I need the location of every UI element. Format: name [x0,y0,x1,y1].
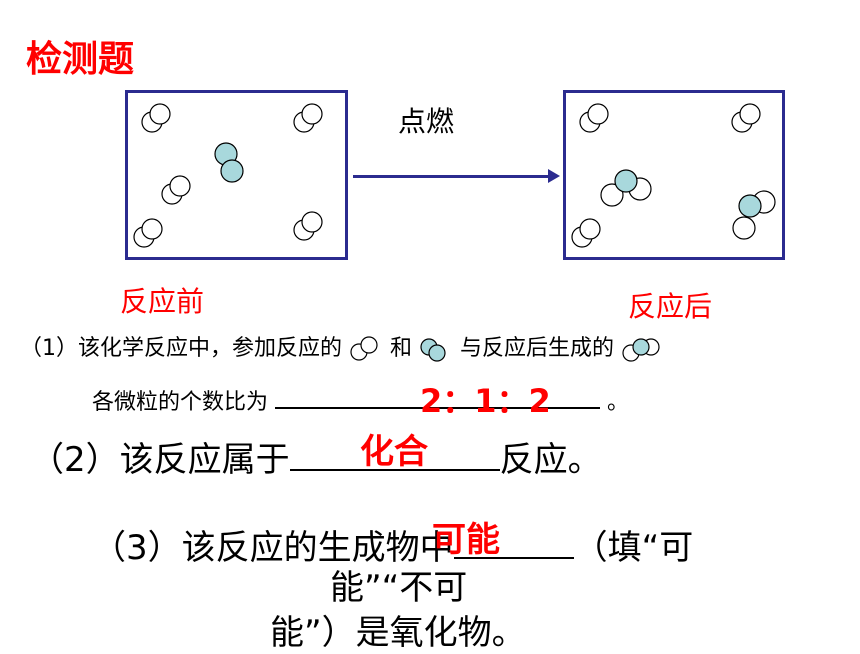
molecule-white-pair [731,103,761,133]
question-1-and: 和 [390,336,413,361]
ignite-label: 点燃 [398,105,455,138]
molecule-white-pair [293,211,323,241]
question-2-suffix: 反应。 [499,440,602,480]
molecule-white-pair [161,175,191,205]
question-1-suffix: 。 [607,390,630,415]
answer-blank-2[interactable] [289,433,500,471]
question-1-text-b: 与反应后生成的 [460,336,615,361]
product-molecule-icon [622,338,660,362]
molecule-white-pair [579,103,609,133]
answer-oxide: 可能 [432,520,500,560]
question-3-suffix: （填“可 [573,528,694,568]
reaction-arrow [353,175,553,178]
before-reaction-box [125,90,348,260]
question-1-text-a: （1）该化学反应中，参加反应的 [20,336,342,361]
question-1-line-2: 各微粒的个数比为 。 [92,383,629,416]
molecule-product [600,169,652,207]
molecule-blue-pair [214,142,244,183]
question-3-line-3: 能”）是氧化物。 [270,613,526,653]
after-label: 反应后 [628,290,713,323]
answer-ratio: 2：1：2 [420,382,551,420]
question-3-prefix: （3）该反应的生成物中 [92,528,454,568]
answer-blank-1[interactable] [275,383,601,409]
reaction-arrow-head [548,169,560,183]
answer-reaction-type: 化合 [360,432,428,472]
molecule-white-pair [571,218,601,248]
page-title: 检测题 [26,39,135,80]
molecule-white-pair [141,103,171,133]
question-1-prefix: 各微粒的个数比为 [92,390,269,415]
answer-blank-3[interactable] [453,521,574,559]
before-label: 反应前 [120,285,205,318]
after-reaction-box [563,90,785,260]
question-1-line-1: （1）该化学反应中，参加反应的 和 与反应后生成的 [20,330,665,363]
question-2: （2）该反应属于 反应。 [30,432,602,481]
molecule-white-pair [133,218,163,248]
blue-pair-icon [420,338,446,362]
molecule-product [732,190,776,240]
question-2-prefix: （2）该反应属于 [30,440,290,480]
white-pair-icon [350,336,378,361]
question-3-line-2: 能”“不可 [330,568,468,608]
molecule-white-pair [293,103,323,133]
question-3-line-1: （3）该反应的生成物中 （填“可 [92,520,693,569]
